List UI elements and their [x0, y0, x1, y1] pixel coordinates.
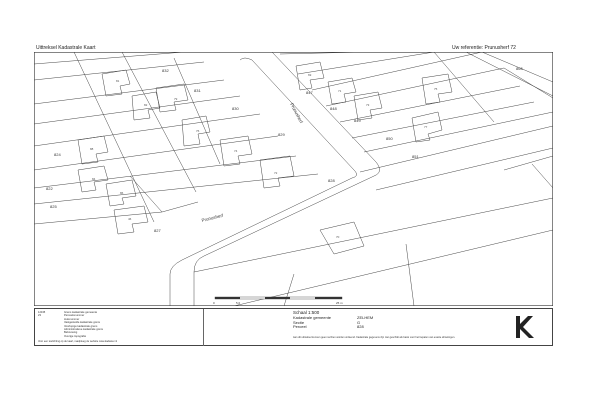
legend-item-label: Administratieve kadastrale grens: [64, 327, 103, 331]
legend-item: Bebouwing: [38, 331, 203, 334]
disclaimer-text: Aan dit uittreksel kunnen geen rechten w…: [293, 336, 456, 339]
buildings: [77, 61, 453, 255]
house-number: 74: [234, 149, 238, 153]
legend-item: Vastgestelde kadastrale grens: [38, 321, 203, 324]
road-edge-south-south: [233, 229, 553, 306]
parcel-number: 847: [306, 90, 313, 95]
parcel-number: 822: [46, 186, 53, 191]
info-value: ZELHEM: [357, 315, 374, 320]
cadastral-map[interactable]: 832 831 830 829 828 827 824 825 822 847 …: [34, 52, 553, 306]
legend-item-label: Huisnummer: [64, 317, 80, 321]
legend-item-label: Overige topografie: [64, 334, 87, 338]
house-number: 73: [366, 103, 370, 107]
street-name: Prunusherf: [201, 213, 224, 223]
map-reference: Uw referentie: Prunusherf 72: [452, 45, 516, 51]
street-name: Prunusherf: [289, 102, 304, 124]
scale-tick: 25 m: [336, 301, 343, 305]
road-edge-inner: [169, 57, 357, 306]
info-row: Kadastrale gemeente ZELHEM: [293, 315, 443, 321]
house-number: 76: [196, 129, 200, 133]
parcel-number: 831: [194, 88, 201, 93]
legend-item: 12345 Grens kadastrale gemeente: [38, 311, 203, 314]
house-number: 79: [174, 97, 178, 101]
road-edge-east-north: [359, 125, 553, 173]
scale-tick: 0: [213, 301, 215, 305]
map-frame: [34, 52, 553, 306]
house-number: 69: [308, 73, 312, 77]
map-legend: 12345 Grens kadastrale gemeente 23 Perce…: [34, 308, 553, 346]
legend-item-label: Grens kadastrale gemeente: [64, 311, 98, 314]
parcel-number: 850: [386, 136, 393, 141]
parcel-number-labels: 832 831 830 829 828 827 824 825 822 847 …: [46, 66, 523, 233]
house-number: 72: [274, 171, 278, 175]
house-number: 84: [92, 177, 96, 181]
legend-item-label: Voorlopige kadastrale grens: [64, 324, 98, 328]
legend-item: 23 Perceelsnummer: [38, 314, 203, 317]
legend-sample-sub: 23: [38, 314, 41, 318]
legend-list: 12345 Grens kadastrale gemeente 23 Perce…: [38, 311, 203, 338]
road-edge-outer: [193, 52, 380, 306]
info-value: G: [357, 319, 361, 325]
kadaster-logo-icon: [516, 316, 534, 338]
legend-item-label: Vastgestelde kadastrale grens: [64, 321, 100, 325]
parcel-number: 849: [354, 118, 361, 123]
parcel-number: 824: [54, 152, 61, 157]
parcel-number: 829: [278, 132, 285, 137]
parcel-number: 830: [232, 106, 239, 111]
legend-item: Huisnummer: [38, 318, 203, 321]
map-title: Uittreksel Kadastrale Kaart: [36, 45, 96, 51]
parcel-info: Schaal 1:500 Kadastrale gemeente ZELHEM …: [293, 310, 443, 330]
parcel-number: 832: [162, 68, 169, 73]
legend-item: Administratieve kadastrale grens: [38, 328, 203, 331]
map-scale: Schaal 1:500: [293, 310, 320, 315]
road-edge-east-south: [375, 147, 553, 191]
house-number: 46: [128, 217, 132, 221]
legend-divider: [203, 309, 204, 346]
house-number: 71: [338, 89, 342, 93]
house-number-labels: 81 82 79 76 74 72 70 88 84 86 46 69 71 7…: [90, 73, 438, 239]
parcel-number: 865: [516, 66, 523, 71]
legend-footer: Voor een toelichting op de kaart, raadpl…: [38, 340, 118, 343]
info-key: Kadastrale gemeente: [293, 315, 332, 320]
parcel-number: 851: [412, 154, 419, 159]
house-number: 86: [120, 191, 124, 195]
house-number: 75: [434, 87, 438, 91]
info-value: 828: [357, 324, 364, 329]
legend-item-label: Perceelsnummer: [64, 314, 85, 318]
legend-item: Voorlopige kadastrale grens: [38, 325, 203, 328]
info-key: Sectie: [293, 319, 305, 325]
legend-sample-label: 12345: [38, 311, 46, 314]
house-number: 77: [424, 125, 428, 129]
info-key: Perceel: [293, 324, 307, 329]
parcel-number: 827: [154, 228, 161, 233]
road-edge-south-north: [193, 197, 553, 273]
info-row: Sectie G: [293, 319, 443, 326]
parcel-number: 828: [328, 178, 335, 183]
house-number: 81: [116, 79, 120, 83]
house-number: 88: [90, 147, 94, 151]
house-number: 82: [144, 103, 148, 107]
scale-tick: 5,0: [236, 301, 241, 305]
scale-bar: 0 5,0 25 m: [213, 296, 343, 305]
map-canvas: 832 831 830 829 828 827 824 825 822 847 …: [34, 52, 553, 306]
info-row: Perceel 828: [293, 324, 443, 330]
parcel-boundaries: [34, 52, 553, 306]
legend-item-label: Bebouwing: [64, 331, 78, 335]
parcel-number: 848: [330, 106, 337, 111]
parcel-number: 825: [50, 204, 57, 209]
legend-item: Overige topografie: [38, 335, 203, 338]
house-number: 70: [336, 235, 340, 239]
